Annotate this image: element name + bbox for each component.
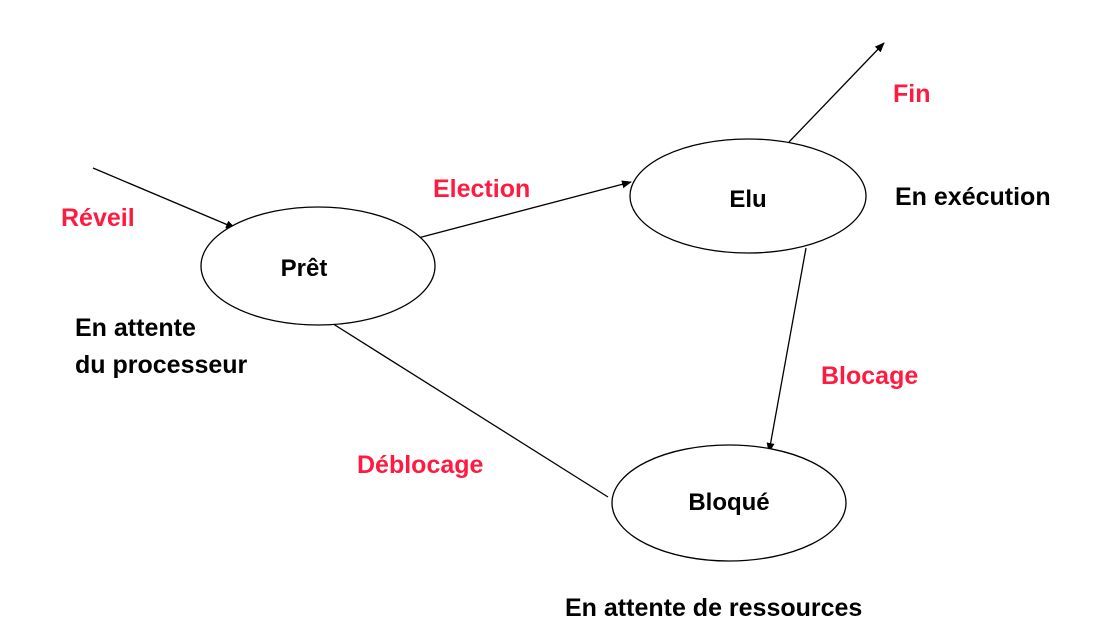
state-pret: Prêt <box>200 206 436 326</box>
state-bloque-shape <box>611 444 847 562</box>
transition-reveil-label: Réveil <box>61 204 135 232</box>
transition-blocage-label: Blocage <box>821 362 918 390</box>
state-pret-label: Prêt <box>281 255 328 282</box>
election-arrow <box>417 180 632 239</box>
deblocage-arrow <box>318 314 609 498</box>
state-bloque-label: Bloqué <box>688 489 769 516</box>
elu-description: En exécution <box>895 183 1051 211</box>
pret-description-line2: du processeur <box>75 351 248 379</box>
pret-description-line1: En attente <box>75 314 196 342</box>
state-elu-shape <box>629 138 867 254</box>
blocage-arrow <box>766 247 807 453</box>
fin-arrow <box>788 42 885 143</box>
transition-election-label: Election <box>433 175 530 203</box>
bloque-description: En attente de ressources <box>565 594 862 622</box>
transition-deblocage-label: Déblocage <box>357 451 484 479</box>
reveil-arrow <box>92 167 236 229</box>
state-pret-shape <box>200 206 436 326</box>
state-bloque: Bloqué <box>611 444 847 562</box>
state-elu: Elu <box>629 138 867 254</box>
state-elu-label: Elu <box>729 186 766 213</box>
transition-fin-label: Fin <box>893 80 931 108</box>
